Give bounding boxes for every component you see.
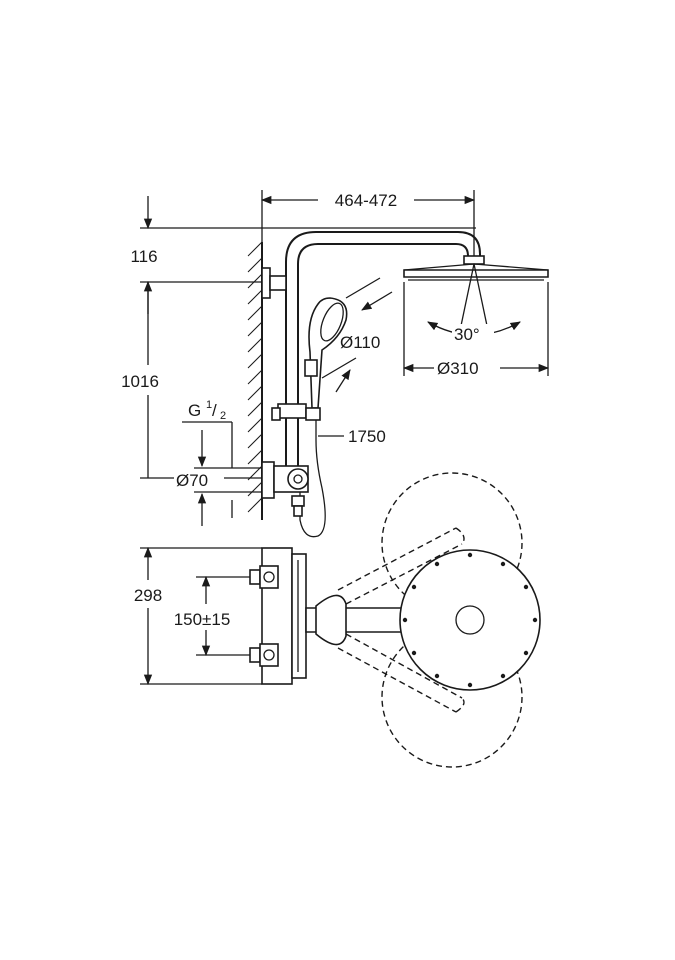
elevation-view: 464-472 116 1016 G 1 / 2: [121, 190, 550, 538]
rain-head-plan: [399, 549, 541, 691]
thread-numerator: 1: [206, 399, 212, 411]
plan-depth-label: 298: [134, 586, 162, 605]
dim-head: Ø310 30°: [402, 282, 550, 378]
rail-height-label: 1016: [121, 372, 159, 391]
inlet-spacing-label: 150±15: [174, 610, 231, 629]
plan-view: 298 150±15: [134, 472, 541, 768]
thermostat-valve: [261, 461, 309, 517]
escutcheon-diameter-label: Ø70: [176, 471, 208, 490]
arm-height-label: 116: [130, 247, 157, 266]
dim-hand-shower: Ø110: [321, 277, 393, 393]
swivel-arm-ghosts: [337, 527, 465, 713]
thread-denominator: 2: [220, 410, 226, 422]
head-diameter-label: Ø310: [437, 359, 479, 378]
dim-width: 464-472: [260, 190, 476, 256]
hose-length-label: 1750: [348, 427, 386, 446]
hand-shower: [304, 297, 348, 409]
lower-inlet-fitting: [249, 643, 279, 667]
dim-hose: 1750: [318, 427, 386, 446]
dim-plan-depth: 298: [134, 546, 262, 686]
dim-arm-height: 116: [130, 196, 476, 314]
riser-pipe: [261, 231, 481, 470]
tilt-angle-label: 30°: [454, 325, 480, 344]
thread-slash: /: [212, 401, 217, 420]
shower-hose: [299, 420, 326, 538]
hand-shower-diameter-label: Ø110: [340, 333, 380, 352]
thread-letter: G: [188, 401, 201, 420]
dim-rail-height: 1016: [121, 282, 262, 479]
upper-inlet-fitting: [249, 565, 279, 589]
swivel-circle-upper: [381, 472, 523, 614]
swivel-circle-lower: [381, 626, 523, 768]
width-range-label: 464-472: [335, 191, 397, 210]
dim-inlet-spacing: 150±15: [174, 575, 250, 657]
dim-inlet: G 1 / 2 Ø70: [174, 399, 262, 526]
slider-bracket: [271, 403, 321, 421]
